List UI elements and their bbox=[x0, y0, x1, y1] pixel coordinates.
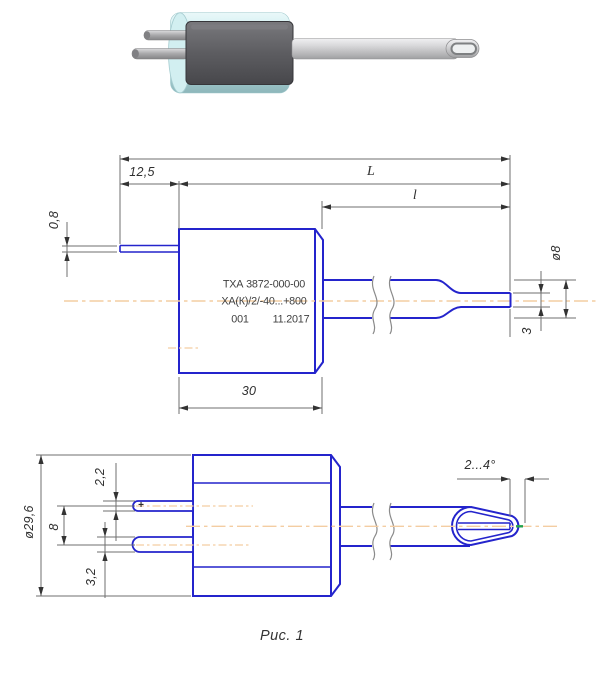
render-head-highlight bbox=[191, 24, 288, 30]
thermocouple-3d-render bbox=[131, 12, 480, 94]
render-probe-tip bbox=[445, 39, 480, 58]
front-probe bbox=[340, 506, 470, 547]
front-minus-pin bbox=[131, 536, 194, 553]
side-dimension-arrows bbox=[64, 156, 569, 411]
dim-label-body-length: 30 bbox=[241, 383, 257, 398]
dim-label-tip-taper-angle: 2...4° bbox=[464, 457, 496, 472]
dim-label-minus-pin-width: 3,2 bbox=[83, 567, 98, 587]
dim-label-body-diameter: ø29,6 bbox=[21, 505, 36, 539]
front-break-lines bbox=[372, 502, 395, 561]
render-pins bbox=[131, 30, 190, 60]
side-probe bbox=[323, 279, 512, 319]
front-view-drawing bbox=[36, 454, 561, 598]
front-connector-body bbox=[192, 454, 341, 597]
plus-polarity-mark: + bbox=[138, 500, 144, 511]
front-dimension-lines bbox=[36, 454, 549, 598]
side-break-lines bbox=[372, 275, 395, 335]
render-probe-rod bbox=[291, 38, 459, 60]
nameplate-model: ТХА 3872-000-00 bbox=[222, 278, 306, 291]
nameplate-date: 11.2017 bbox=[272, 313, 310, 326]
figure-caption: Рис. 1 bbox=[259, 627, 305, 644]
front-tip-inner-outline bbox=[455, 510, 514, 542]
dim-label-pin-length: 12,5 bbox=[129, 164, 155, 179]
side-view-drawing bbox=[62, 155, 596, 414]
dim-label-pin-thickness: 0,8 bbox=[46, 210, 61, 230]
side-compensation-pin bbox=[119, 244, 179, 253]
dim-label-pin-spacing: 8 bbox=[46, 523, 61, 531]
dim-label-tip-thickness: 3 bbox=[519, 327, 534, 335]
nameplate-serial: 001 bbox=[231, 313, 249, 326]
dim-label-immersion-length: l bbox=[412, 188, 418, 203]
front-dimension-arrows bbox=[38, 455, 534, 596]
nameplate-type-range: ХА(К)/2/-40...+800 bbox=[221, 295, 307, 308]
dim-label-plus-pin-width: 2,2 bbox=[92, 467, 107, 487]
front-plus-pin bbox=[132, 500, 194, 512]
dim-label-overall-length: L bbox=[366, 164, 376, 179]
render-head-block bbox=[185, 21, 294, 85]
front-body-silhouette-lines bbox=[193, 482, 331, 568]
dim-label-probe-diameter: ø8 bbox=[548, 245, 563, 261]
